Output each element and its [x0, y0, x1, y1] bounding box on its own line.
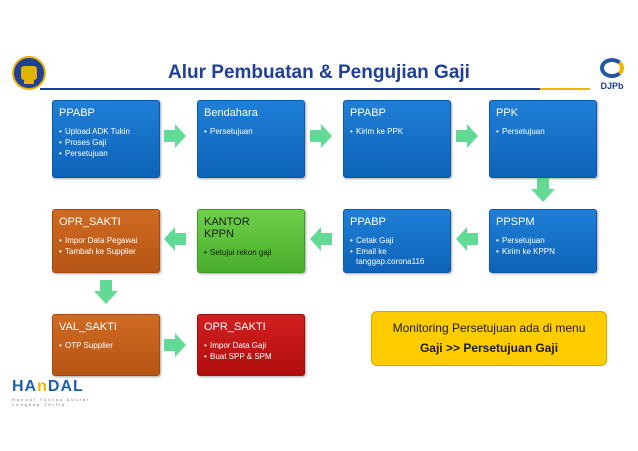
kemenkeu-logo [12, 56, 46, 90]
handal-tagline: Handal Tuntas Akurat Lengkap Tertib [12, 397, 91, 407]
step-ppk: PPK Persetujuan [489, 100, 597, 178]
step-item: Persetujuan [59, 149, 153, 159]
step-title: KANTOR KPPN [204, 216, 250, 240]
handal-logo: HAnDAL Handal Tuntas Akurat Lengkap Tert… [12, 378, 102, 407]
djpb-logo-text: DJPb [600, 81, 624, 91]
step-item: Kirim ke KPPN [496, 247, 590, 257]
arrow-down-icon [94, 280, 118, 304]
step-item: Impor Data Gaji [204, 341, 298, 351]
step-title: PPSPM [496, 216, 535, 228]
monitoring-note: Monitoring Persetujuan ada di menu Gaji … [371, 311, 607, 366]
step-item: Setujui rekon gaji [204, 248, 298, 258]
garuda-base-icon [24, 80, 34, 84]
arrow-left-icon [456, 227, 478, 251]
djpb-logo: DJPb [594, 58, 630, 98]
step-title: PPK [496, 107, 519, 119]
monitoring-note-line1: Monitoring Persetujuan ada di menu [392, 321, 586, 335]
step-title: PPABP [59, 107, 95, 119]
step-title: PPABP [350, 216, 386, 228]
step-title: Bendahara [204, 107, 258, 119]
step-val-sakti: VAL_SAKTI OTP Supplier [52, 314, 160, 376]
title-underline-accent [540, 88, 590, 90]
garuda-wing-icon [21, 66, 37, 80]
step-item: Impor Data Pegawai [59, 236, 153, 246]
arrow-left-icon [164, 227, 186, 251]
step-bendahara: Bendahara Persetujuan [197, 100, 305, 178]
step-ppabp-kirim: PPABP Kirim ke PPK [343, 100, 451, 178]
arrow-left-icon [310, 227, 332, 251]
step-item: Persetujuan [496, 127, 590, 137]
step-kantor-kppn: KANTOR KPPN Setujui rekon gaji [197, 209, 305, 273]
step-ppabp-upload: PPABP Upload ADK Tukin Proses Gaji Perse… [52, 100, 160, 178]
step-ppabp-cetak: PPABP Cetak Gaji Email ke tanggap.corona… [343, 209, 451, 273]
arrow-right-icon [164, 333, 186, 357]
handal-wordmark-part: L [73, 378, 84, 395]
page-title: Alur Pembuatan & Pengujian Gaji [168, 62, 470, 83]
step-item: Persetujuan [204, 127, 298, 137]
step-ppspm: PPSPM Persetujuan Kirim ke KPPN [489, 209, 597, 273]
step-title: VAL_SAKTI [59, 321, 117, 333]
handal-wordmark-part: HA [12, 378, 38, 395]
title-underline [40, 88, 540, 90]
arrow-right-icon [164, 124, 186, 148]
step-item: Buat SPP & SPM [204, 352, 298, 362]
arrow-right-icon [456, 124, 478, 148]
djpb-swirl-icon [600, 58, 624, 78]
arrow-right-icon [310, 124, 332, 148]
step-item: Kirim ke PPK [350, 127, 444, 137]
step-item: Email ke tanggap.corona116 [350, 247, 444, 267]
handal-wordmark-part: DA [47, 378, 73, 395]
handal-wordmark: HAnDAL [12, 378, 102, 396]
step-item: Proses Gaji [59, 138, 153, 148]
step-title: PPABP [350, 107, 386, 119]
arrow-down-icon [531, 178, 555, 202]
step-item: Cetak Gaji [350, 236, 444, 246]
step-opr-sakti-pegawai: OPR_SAKTI Impor Data Pegawai Tambah ke S… [52, 209, 160, 273]
step-item: Tambah ke Supplier [59, 247, 153, 257]
step-title: OPR_SAKTI [204, 321, 266, 333]
step-title: OPR_SAKTI [59, 216, 121, 228]
step-item: Upload ADK Tukin [59, 127, 153, 137]
step-opr-sakti-gaji: OPR_SAKTI Impor Data Gaji Buat SPP & SPM [197, 314, 305, 376]
step-item: Persetujuan [496, 236, 590, 246]
handal-wordmark-part: n [37, 378, 48, 395]
step-item: OTP Supplier [59, 341, 153, 351]
monitoring-note-line2: Gaji >> Persetujuan Gaji [419, 341, 559, 355]
